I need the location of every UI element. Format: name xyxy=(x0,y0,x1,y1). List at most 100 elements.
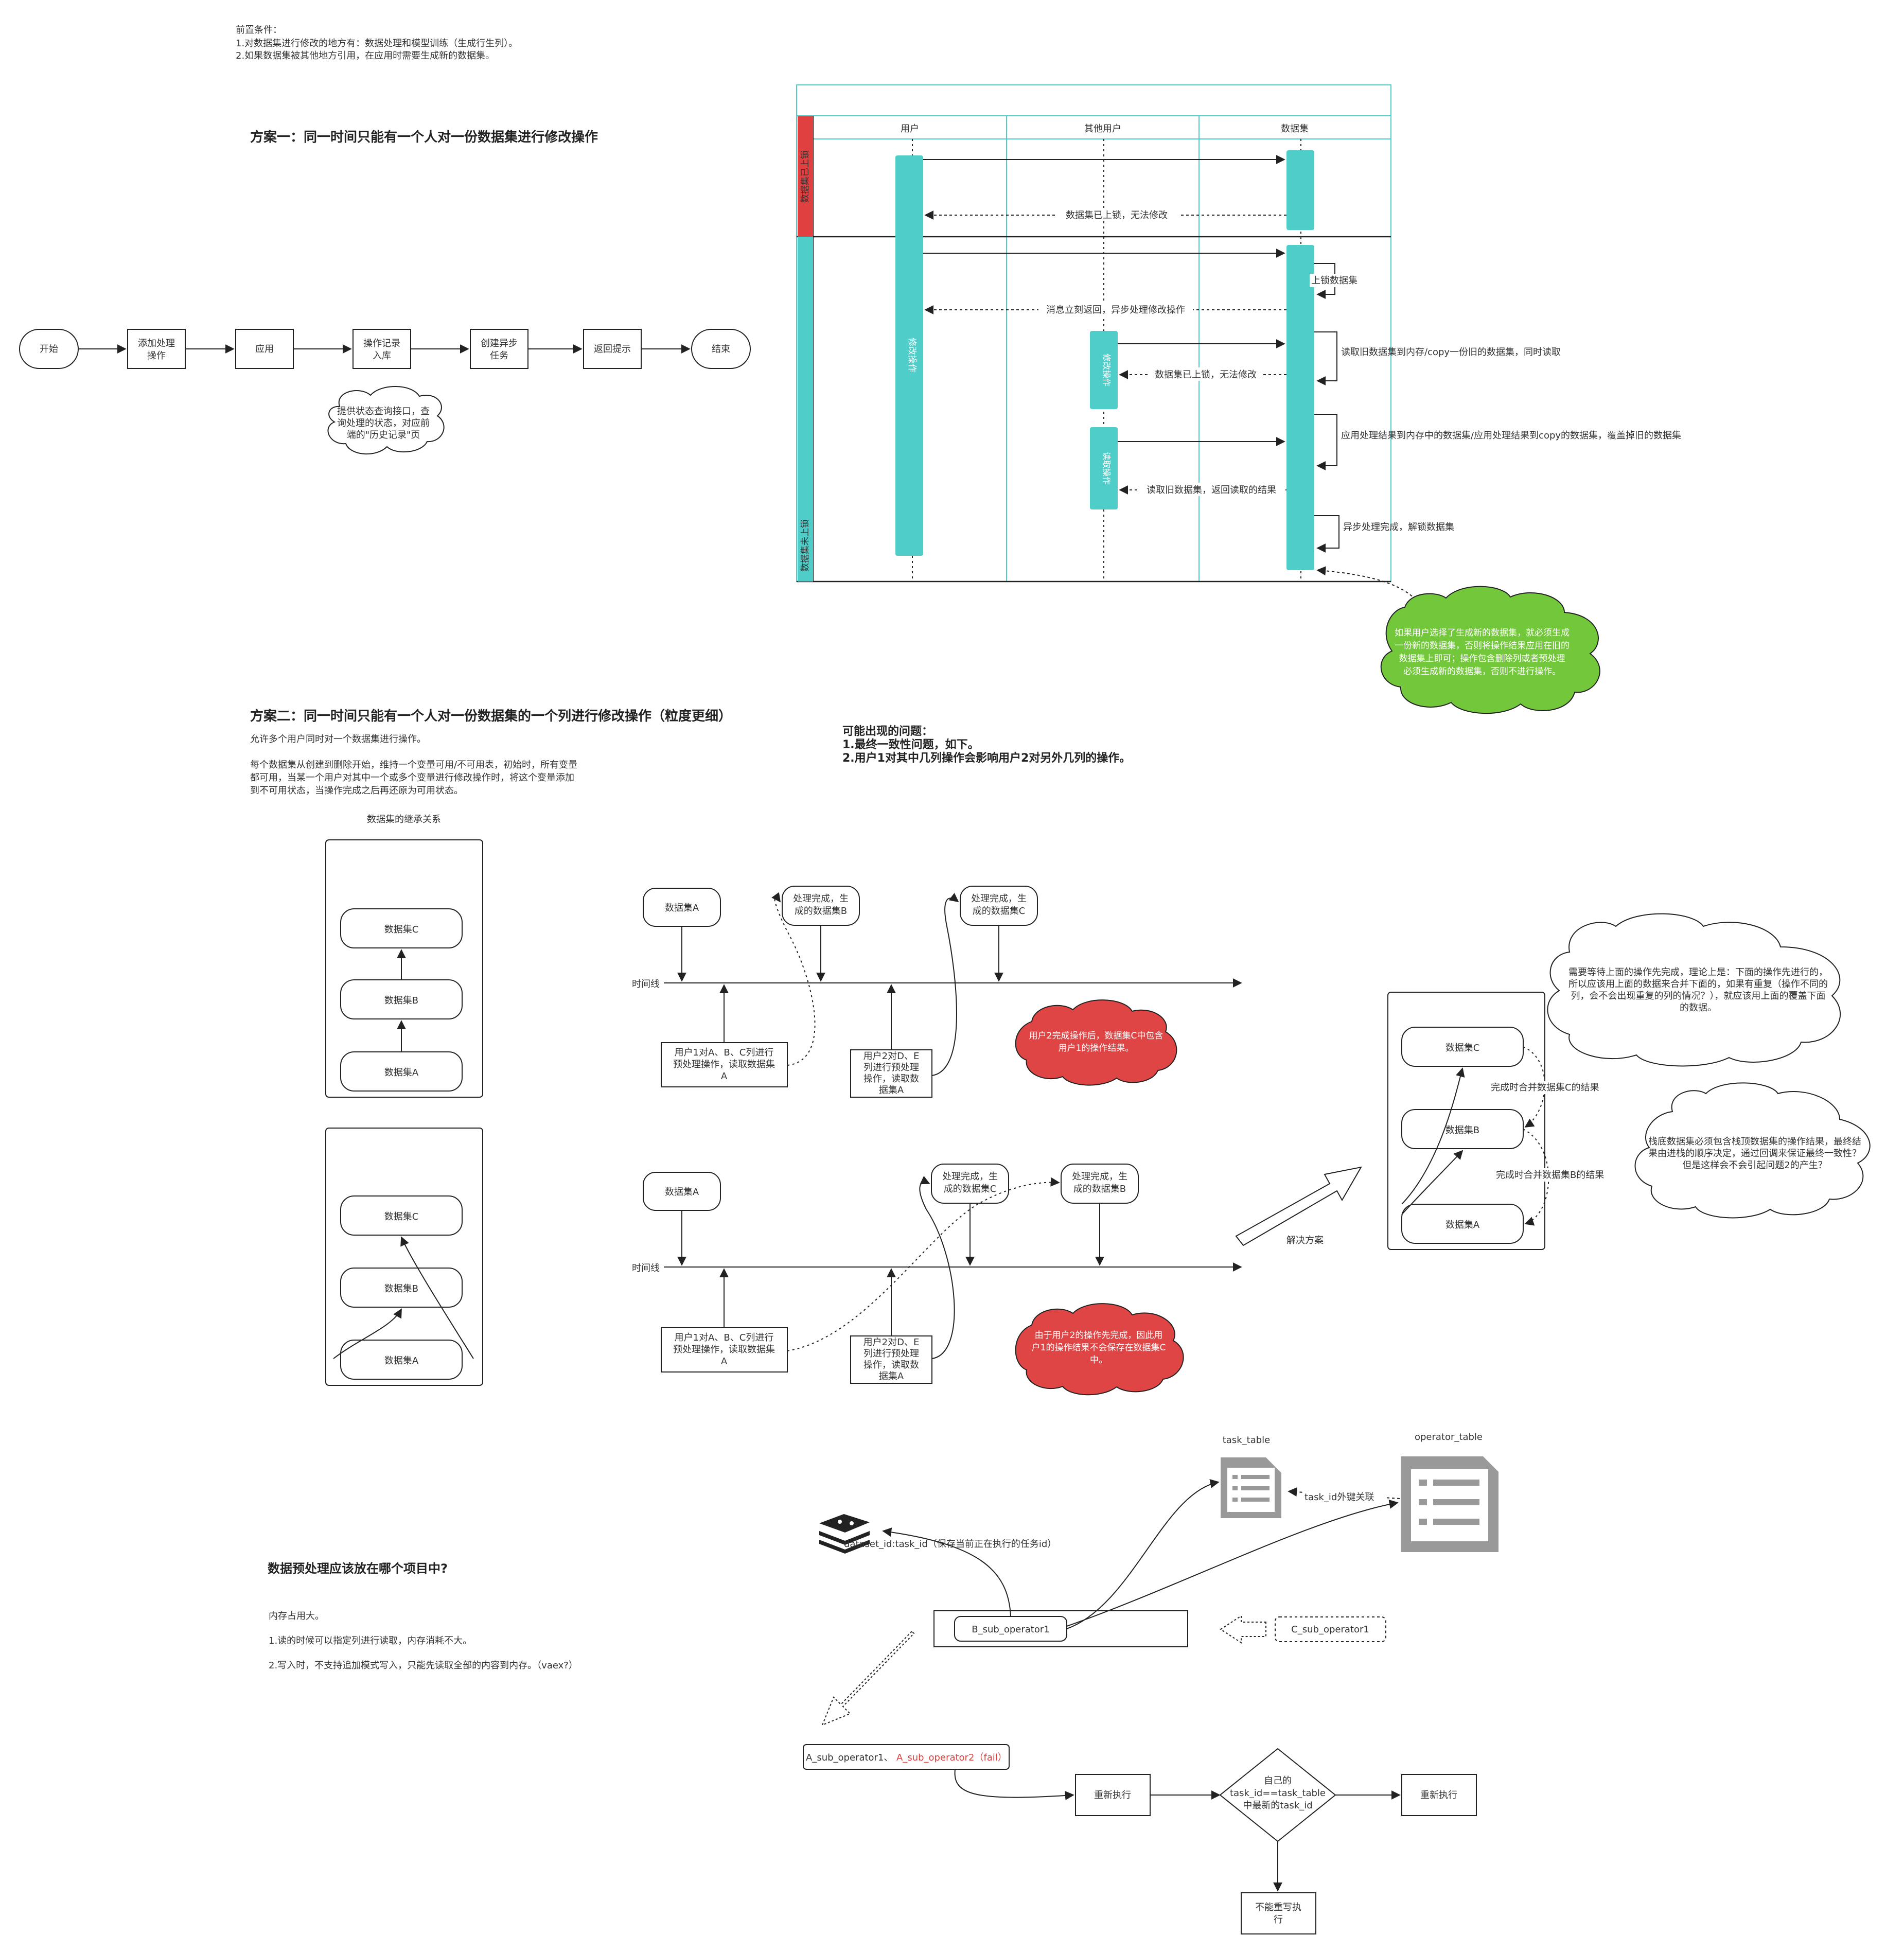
t1-doneC-l1: 成的数据集C xyxy=(973,906,1026,917)
inh1-dsC-label: 数据集C xyxy=(384,924,419,935)
t1-doneB-l0: 处理完成，生 xyxy=(793,893,849,904)
plan1-note-line1: 询处理的状态，对应前 xyxy=(337,418,430,429)
t1-user1-l2: A xyxy=(721,1071,728,1082)
timeline-2: 时间线 数据集A 处理完成，生 成的数据集C 处理完成，生 成的数据集B 用户1… xyxy=(632,1164,1242,1384)
plan1-cloud-note: 提供状态查询接口，查 询处理的状态，对应前 端的"历史记录"页 xyxy=(327,386,445,455)
flow-create-task xyxy=(470,329,528,369)
t2-user2-l3: 据集A xyxy=(879,1371,904,1382)
t1-user1-l0: 用户1对A、B、C列进行 xyxy=(675,1047,774,1058)
red-note2-l1: 户1的操作结果不会保存在数据集C xyxy=(1032,1343,1166,1353)
msg-unlock: 异步处理完成，解锁数据集 xyxy=(1343,522,1454,533)
t1-user2-l0: 用户2对D、E xyxy=(863,1051,920,1062)
inh2-dsB xyxy=(340,1268,463,1308)
decision-l2: 中最新的task_id xyxy=(1243,1800,1312,1811)
t2-user1-l2: A xyxy=(721,1356,728,1367)
side-label-unlocked: 数据集未上锁 xyxy=(800,519,810,572)
t2-dsA-label: 数据集A xyxy=(665,1187,699,1198)
redis-label: dataset_id:task_id（保存当前正在执行的任务id） xyxy=(844,1539,1056,1550)
rerun2-label: 重新执行 xyxy=(1420,1790,1457,1801)
task-table-label: task_table xyxy=(1223,1435,1270,1446)
plan1-note-line0: 提供状态查询接口，查 xyxy=(337,406,430,417)
flow-apply-label: 应用 xyxy=(255,344,274,355)
decision-l0: 自己的 xyxy=(1264,1775,1292,1786)
t2-doneB-l0: 处理完成，生 xyxy=(1072,1171,1127,1182)
cloud-right2-l1: 果由进栈的顺序决定，通过回调来保证最终一致性？ xyxy=(1648,1148,1861,1159)
preprocess-title: 数据预处理应该放在哪个项目中? xyxy=(268,1561,448,1576)
operator-table-label: operator_table xyxy=(1415,1432,1483,1442)
timeline-1: 时间线 数据集A 处理完成，生 成的数据集B 处理完成，生 成的数据集C 用户1… xyxy=(632,886,1242,1098)
user-activation xyxy=(895,155,923,556)
flow-record xyxy=(352,329,411,369)
c-sub-label: C_sub_operator1 xyxy=(1291,1624,1369,1635)
sequence-diagram: 数据集已上锁 数据集未上锁 用户 其他用户 数据集 修改操作 修改操作 读取操作… xyxy=(796,84,1681,618)
msg-locked: 数据集已上锁，无法修改 xyxy=(1066,210,1168,221)
cloud-right2-l2: 但是这样会不会引起问题2的产生？ xyxy=(1682,1160,1827,1171)
red-note2-l2: 中。 xyxy=(1090,1355,1107,1365)
t2-user2-l0: 用户2对D、E xyxy=(863,1337,920,1348)
t2-user2-l2: 操作，读取数 xyxy=(863,1360,919,1370)
green-cloud-note: 如果用户选择了生成新的数据集，就必须生成 一份新的数据集，否则将操作结果应用在旧… xyxy=(1380,586,1600,714)
lane-dataset: 数据集 xyxy=(1281,124,1309,134)
red-note1-l1: 用户1的操作结果。 xyxy=(1059,1043,1134,1053)
redis-icon xyxy=(819,1514,870,1554)
svg-text:操作记录: 操作记录 xyxy=(363,338,400,349)
inheritance-box-1: 数据集C 数据集B 数据集A xyxy=(325,839,483,1098)
svg-text:入库: 入库 xyxy=(373,350,391,361)
green-note-line1: 一份新的数据集，否则将操作结果应用在旧的 xyxy=(1395,641,1570,651)
sol-dsA xyxy=(1401,1204,1524,1244)
svg-text:任务: 任务 xyxy=(490,350,508,361)
t2-user1-l1: 预处理操作，读取数据集 xyxy=(673,1344,775,1355)
other-activation-2 xyxy=(1090,427,1118,509)
a-sub-fail: A_sub_operator2（fail） xyxy=(896,1752,1007,1763)
lane-other-user: 其他用户 xyxy=(1084,124,1121,134)
solution-box: 数据集C 数据集B 数据集A 完成时合并数据集C的结果 完成时合并数据集B的结果 xyxy=(1387,992,1612,1250)
other-activation-1-label: 修改操作 xyxy=(1102,354,1112,386)
sol-dsA-label: 数据集A xyxy=(1445,1220,1480,1230)
lane-user: 用户 xyxy=(901,124,919,134)
other-activation-2-label: 读取操作 xyxy=(1102,452,1112,485)
msg-other-locked: 数据集已上锁，无法修改 xyxy=(1155,370,1257,380)
flow-return-label: 返回提示 xyxy=(594,344,631,355)
plan2-title: 方案二：同一时间只能有一个人对一份数据集的一个列进行修改操作（粒度更细） xyxy=(250,708,732,724)
green-note-line2: 数据集上即可；操作包含删除列或者预处理 xyxy=(1399,654,1565,664)
timeline2-label: 时间线 xyxy=(632,1263,660,1274)
t1-user2-op xyxy=(850,1049,932,1098)
dataset-activation-2 xyxy=(1286,245,1314,570)
t2-user2-op xyxy=(850,1335,932,1384)
cloud-right1-l2: 列，会不会出现重复的列的情况？），就应该用上面的覆盖下面 xyxy=(1571,991,1826,1001)
plan1-flowchart: 开始 添加处理 操作 应用 操作记录 入库 创建异步 任务 返回提示 结束 xyxy=(19,329,751,369)
green-note-line0: 如果用户选择了生成新的数据集，就必须生成 xyxy=(1395,628,1570,638)
flow-apply xyxy=(235,329,294,369)
inheritance-box-2: 数据集C 数据集B 数据集A xyxy=(325,1128,483,1386)
issue-1: 1.最终一致性问题，如下。 xyxy=(842,738,979,751)
flow-start-label: 开始 xyxy=(40,344,58,355)
unlocked-state-bar xyxy=(798,237,813,582)
side-label-locked: 数据集已上锁 xyxy=(800,150,810,203)
green-note-line3: 必须生成新的数据集，否则不进行操作。 xyxy=(1403,666,1561,677)
operator-table-icon xyxy=(1401,1456,1498,1552)
preconditions-title: 前置条件： xyxy=(236,25,282,36)
cloud-right-1: 需要等待上面的操作先完成，理论上是：下面的操作先进行的， 所以应该用上面的数据来… xyxy=(1547,913,1841,1067)
msg-lock: 上锁数据集 xyxy=(1311,275,1358,286)
inh2-dsA-label: 数据集A xyxy=(384,1356,419,1366)
rerun1-label: 重新执行 xyxy=(1094,1790,1131,1801)
preprocess-line2: 1.读的时候可以指定列进行读取，内存消耗不大。 xyxy=(269,1635,472,1646)
cloud-right1-l0: 需要等待上面的操作先完成，理论上是：下面的操作先进行的， xyxy=(1568,967,1828,978)
plan2-desc2-line2: 到不可用状态，当操作完成之后再还原为可用状态。 xyxy=(250,785,463,796)
preprocess-line3: 2.写入时，不支持追加模式写入，只能先读取全部的内容到内存。（vaex?） xyxy=(269,1660,578,1671)
plan2-desc2-line1: 都可用，当某一个用户对其中一个或多个变量进行修改操作时，将这个变量添加 xyxy=(250,772,574,783)
t1-dsA-label: 数据集A xyxy=(665,903,699,913)
cloud-right-2: 栈底数据集必须包含栈顶数据集的操作结果，最终结 果由进栈的顺序决定，通过回调来保… xyxy=(1634,1082,1871,1219)
msg-read-old-return: 读取旧数据集，返回读取的结果 xyxy=(1147,485,1276,496)
plan2-desc2-line0: 每个数据集从创建到删除开始，维持一个变量可用/不可用表，初始时，所有变量 xyxy=(250,760,577,770)
a-sub-container xyxy=(803,1744,1010,1770)
a-sub-ok: A_sub_operator1、 xyxy=(806,1752,893,1763)
flow-end xyxy=(691,329,751,369)
t2-doneB-l1: 成的数据集B xyxy=(1073,1184,1126,1194)
cloud-right1-l1: 所以应该用上面的数据来合并下面的，如果有重复（操作不同的 xyxy=(1568,979,1828,990)
user-activation-label: 修改操作 xyxy=(907,338,917,373)
c-sub-operator xyxy=(1275,1616,1386,1642)
preconditions-line2: 2.如果数据集被其他地方引用，在应用时需要生成新的数据集。 xyxy=(236,50,495,61)
inh2-dsC xyxy=(340,1195,463,1236)
inh2-dsC-label: 数据集C xyxy=(384,1211,419,1222)
